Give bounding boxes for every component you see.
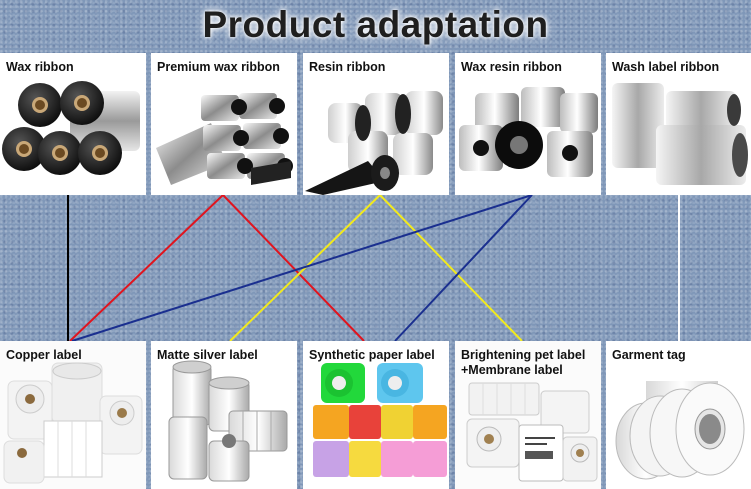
resin-ribbon-image xyxy=(305,91,443,195)
link-waxresin-copper xyxy=(71,194,533,342)
premium-wax-ribbon-image xyxy=(156,93,293,185)
wax-resin-ribbon-image xyxy=(459,87,598,177)
wash-label-ribbon-image xyxy=(612,83,748,185)
label-title: Brightening pet label xyxy=(461,348,586,362)
link-premium-synthetic xyxy=(222,194,365,342)
link-resin-brightening xyxy=(379,194,523,342)
label-card-brightening-pet: Brightening pet label +Membrane label xyxy=(455,341,601,489)
matte-silver-label-image xyxy=(168,360,288,482)
label-title: Garment tag xyxy=(612,348,686,362)
label-title: Matte silver label xyxy=(157,348,258,362)
ribbon-label: Wax resin ribbon xyxy=(461,60,562,74)
ribbon-label: Premium wax ribbon xyxy=(157,60,280,74)
ribbon-label: Wax ribbon xyxy=(6,60,74,74)
page-title: Product adaptation xyxy=(202,4,549,45)
label-title: Copper label xyxy=(6,348,82,362)
ribbon-label: Wash label ribbon xyxy=(612,60,720,74)
ribbon-card-wash-label: Wash label ribbon xyxy=(606,53,751,195)
garment-tag-image xyxy=(615,381,745,480)
label-card-matte-silver: Matte silver label xyxy=(151,341,297,489)
wax-ribbon-image xyxy=(2,81,140,175)
label-card-synthetic-paper: Synthetic paper label xyxy=(303,341,449,489)
synthetic-paper-label-image xyxy=(313,363,447,477)
ribbon-card-resin: Resin ribbon xyxy=(303,53,449,195)
copper-label-image xyxy=(0,341,146,489)
ribbon-card-premium-wax: Premium wax ribbon xyxy=(151,53,297,195)
link-resin-matte xyxy=(229,194,381,342)
link-premium-copper xyxy=(69,194,224,342)
brightening-pet-label-image xyxy=(455,341,601,489)
ribbon-card-wax-resin: Wax resin ribbon xyxy=(455,53,601,195)
label-title-line2: +Membrane label xyxy=(461,363,563,377)
label-card-garment-tag: Garment tag xyxy=(606,341,751,489)
ribbon-card-wax: Wax ribbon xyxy=(0,53,146,195)
label-title-multiline: Brightening pet label +Membrane label xyxy=(461,348,585,378)
link-waxresin-synthetic xyxy=(394,194,533,342)
label-card-copper: Copper label xyxy=(0,341,146,489)
ribbon-label: Resin ribbon xyxy=(309,60,386,74)
label-title: Synthetic paper label xyxy=(309,348,435,362)
